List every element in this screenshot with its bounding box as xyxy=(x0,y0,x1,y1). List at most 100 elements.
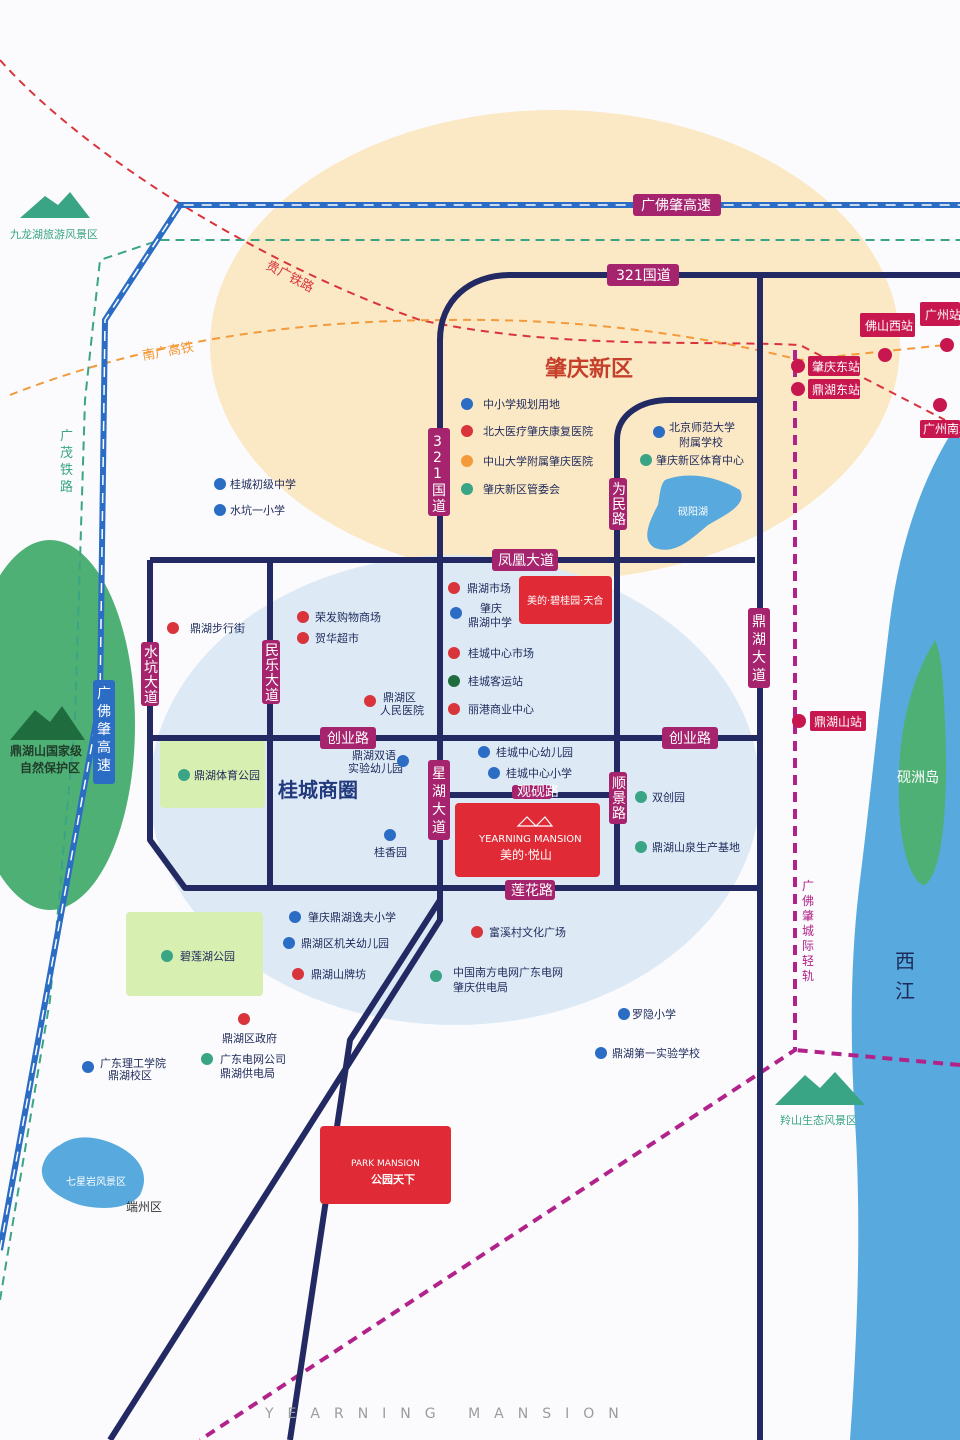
svg-text:广: 广 xyxy=(60,429,73,444)
svg-text:鼎湖市场: 鼎湖市场 xyxy=(467,581,511,595)
svg-text:城: 城 xyxy=(802,924,814,938)
svg-text:肇: 肇 xyxy=(97,722,111,738)
svg-text:鼎: 鼎 xyxy=(752,614,766,630)
svg-text:大: 大 xyxy=(432,802,446,818)
station-guangzhou-south: 广州南站 xyxy=(920,398,960,438)
svg-text:广州站: 广州站 xyxy=(925,308,960,322)
rail-label-guangmao: 广 茂 铁 路 xyxy=(60,429,73,495)
station-foshan-west: 佛山西站 xyxy=(860,313,915,362)
mountain-icon xyxy=(10,192,865,1105)
svg-text:坑: 坑 xyxy=(144,660,158,676)
svg-text:鼎湖双语: 鼎湖双语 xyxy=(352,749,396,762)
svg-text:321国道: 321国道 xyxy=(616,268,671,284)
svg-text:2: 2 xyxy=(433,450,442,466)
svg-text:创业路: 创业路 xyxy=(327,731,369,747)
station-dinghu-mountain: 鼎湖山站 xyxy=(792,711,866,731)
road-label-321: 321国道 xyxy=(607,264,679,286)
river-xijiang-label-1: 西 xyxy=(895,949,915,973)
light-rail-2 xyxy=(794,1048,960,1067)
qixingyan-lake xyxy=(41,1137,145,1208)
svg-text:桂城中心小学: 桂城中心小学 xyxy=(506,766,572,780)
svg-text:鼎湖第一实验学校: 鼎湖第一实验学校 xyxy=(612,1046,700,1060)
svg-text:桂城中心幼儿园: 桂城中心幼儿园 xyxy=(496,745,573,759)
project-tianhe[interactable]: 美的·碧桂园·天合 xyxy=(519,576,612,624)
svg-text:鼎湖区机关幼儿园: 鼎湖区机关幼儿园 xyxy=(301,936,389,950)
svg-text:湖: 湖 xyxy=(432,784,446,800)
svg-text:道: 道 xyxy=(432,499,446,515)
svg-text:富溪村文化广场: 富溪村文化广场 xyxy=(489,925,566,939)
svg-text:美的·碧桂园·天合: 美的·碧桂园·天合 xyxy=(527,594,603,607)
scenic-lingshan: 羚山生态风景区 xyxy=(780,1113,857,1127)
svg-text:肇庆: 肇庆 xyxy=(480,601,502,615)
svg-text:桂香园: 桂香园 xyxy=(374,845,407,859)
svg-text:广: 广 xyxy=(97,686,111,702)
svg-text:实验幼儿园: 实验幼儿园 xyxy=(348,761,403,775)
svg-text:人民医院: 人民医院 xyxy=(380,703,424,717)
svg-text:乐: 乐 xyxy=(265,658,279,674)
project-yearning-mansion[interactable]: YEARNING MANSION 美的·悦山 xyxy=(455,803,600,877)
svg-text:荣发购物商场: 荣发购物商场 xyxy=(315,610,381,624)
svg-text:为: 为 xyxy=(612,482,626,498)
svg-text:鼎湖区: 鼎湖区 xyxy=(383,691,416,704)
svg-text:YEARNING MANSION: YEARNING MANSION xyxy=(478,834,582,845)
scenic-yanyang: 砚阳湖 xyxy=(678,506,708,518)
svg-text:佛山西站: 佛山西站 xyxy=(865,319,913,333)
district-zhaoqing-new: 肇庆新区 xyxy=(545,356,633,382)
svg-text:速: 速 xyxy=(97,758,111,774)
road-label-chuangye-right: 创业路 xyxy=(662,727,718,749)
road-label-guangfozhao: 广佛肇高速 xyxy=(633,194,721,216)
svg-text:桂城中心市场: 桂城中心市场 xyxy=(468,646,534,660)
rail-label-nanguang: 南广高铁 xyxy=(141,339,195,364)
svg-text:路: 路 xyxy=(612,512,626,528)
svg-text:鼎湖区政府: 鼎湖区政府 xyxy=(222,1031,277,1045)
project-park-mansion[interactable]: PARK MANSION 公园天下 xyxy=(320,1126,451,1204)
road-label-shuikeng: 水 坑 大 道 xyxy=(141,642,159,706)
svg-text:路: 路 xyxy=(612,806,626,822)
svg-text:美的·悦山: 美的·悦山 xyxy=(500,847,552,862)
zone-guicheng xyxy=(150,555,760,1025)
scenic-dinghu-1: 鼎湖山国家级 xyxy=(10,743,82,758)
road-label-chuangye-left: 创业路 xyxy=(320,727,376,749)
footer-text: YEARNING MANSION xyxy=(264,1406,633,1422)
svg-text:国: 国 xyxy=(432,483,446,499)
svg-text:大: 大 xyxy=(752,650,766,666)
district-duanzhou: 端州区 xyxy=(126,1200,162,1214)
svg-text:广东电网公司: 广东电网公司 xyxy=(220,1053,286,1066)
svg-text:际: 际 xyxy=(802,939,814,953)
road-label-321-vertical: 3 2 1 国 道 xyxy=(428,428,450,516)
svg-text:广州南站: 广州南站 xyxy=(923,421,960,436)
road-label-xinghu: 星 湖 大 道 xyxy=(428,760,450,840)
rail-label-light: 广 佛 肇 城 际 轻 轨 xyxy=(802,879,814,983)
svg-text:肇: 肇 xyxy=(802,908,814,923)
road-label-guangfozhao-left: 广 佛 肇 高 速 xyxy=(93,680,115,784)
scenic-dinghu-2: 自然保护区 xyxy=(20,760,80,775)
dinghu-sports-park-area xyxy=(160,740,265,808)
svg-text:观砚路: 观砚路 xyxy=(517,784,559,800)
road-label-minle: 民 乐 大 道 xyxy=(262,640,280,704)
svg-text:鼎湖山泉生产基地: 鼎湖山泉生产基地 xyxy=(652,840,740,854)
svg-text:中小学规划用地: 中小学规划用地 xyxy=(483,397,560,411)
svg-text:鼎湖山站: 鼎湖山站 xyxy=(814,714,862,729)
scenic-jiulong: 九龙湖旅游风景区 xyxy=(10,227,98,241)
svg-text:肇庆新区体育中心: 肇庆新区体育中心 xyxy=(656,453,744,467)
svg-text:肇庆新区管委会: 肇庆新区管委会 xyxy=(483,482,560,496)
svg-text:肇庆东站: 肇庆东站 xyxy=(812,359,860,374)
svg-text:鼎湖中学: 鼎湖中学 xyxy=(468,615,512,629)
svg-text:鼎湖东站: 鼎湖东站 xyxy=(812,382,860,397)
svg-text:桂城初级中学: 桂城初级中学 xyxy=(230,477,296,491)
svg-text:顺: 顺 xyxy=(612,776,626,792)
road-label-weimin: 为 民 路 xyxy=(609,478,627,530)
svg-text:附属学校: 附属学校 xyxy=(679,435,723,449)
svg-text:星: 星 xyxy=(432,766,446,782)
svg-text:广: 广 xyxy=(802,879,814,893)
road-label-dinghu: 鼎 湖 大 道 xyxy=(748,608,770,688)
zone-zhaoqing-new xyxy=(210,110,900,580)
svg-text:铁: 铁 xyxy=(60,463,73,478)
scenic-yanzhou: 砚洲岛 xyxy=(897,770,939,786)
svg-text:轻: 轻 xyxy=(802,954,814,968)
svg-text:公园天下: 公园天下 xyxy=(371,1173,415,1186)
svg-text:鼎湖山牌坊: 鼎湖山牌坊 xyxy=(311,967,366,981)
station-dinghu-east: 鼎湖东站 xyxy=(791,379,860,399)
road-label-shunjing: 顺 景 路 xyxy=(609,772,627,824)
